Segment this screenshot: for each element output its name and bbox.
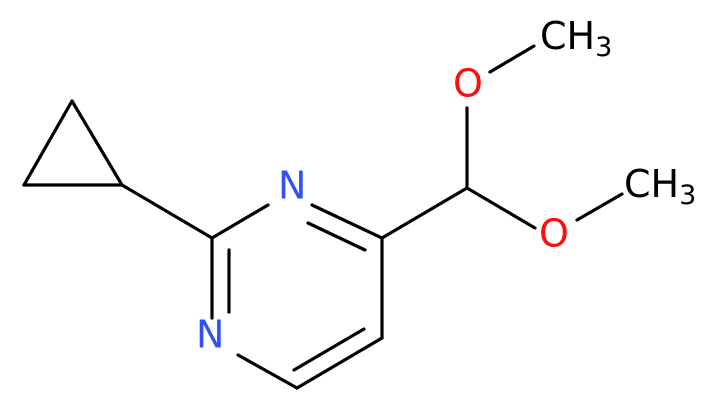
methyl-bottom-subscript: 3 [679, 180, 696, 211]
methyl-bottom-main: CH [624, 162, 679, 206]
methyl-top-label: CH3 [540, 14, 612, 63]
bond-n3-c4-b [306, 221, 367, 252]
methyl-top-main: CH [540, 14, 595, 58]
bond-c6-n1 [236, 353, 299, 390]
bond-n3-c4-a [310, 203, 384, 240]
atom-n1-label: N [196, 313, 224, 357]
bond-cp-c2 [120, 183, 214, 240]
bond-c5-c6-a [295, 336, 384, 390]
methyl-top-subscript: 3 [595, 32, 612, 63]
bond-c4-acetal [380, 186, 469, 240]
atom-o-top-label: O [453, 62, 483, 106]
bond-cp-top-left [22, 99, 74, 187]
bond-c5-c6-b [292, 327, 366, 372]
bond-obottom-ch3 [575, 192, 624, 222]
methyl-bottom-label: CH3 [624, 162, 696, 211]
atom-n3-label: N [278, 164, 306, 208]
bond-c2-n3 [210, 203, 270, 240]
atom-o-bottom-label: O [539, 212, 569, 256]
bond-cp-top-right [70, 99, 124, 187]
bond-acetal-obottom [465, 186, 537, 230]
bond-otop-ch3 [488, 44, 536, 74]
